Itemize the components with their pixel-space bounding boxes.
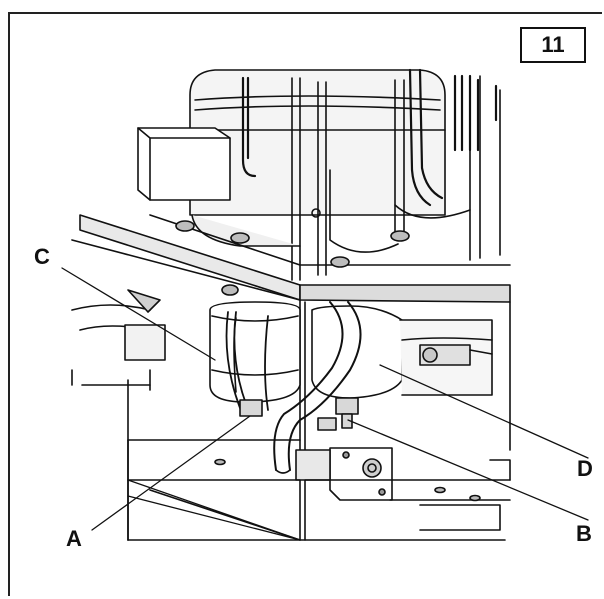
leader-base-1 bbox=[127, 495, 301, 541]
connector-box bbox=[137, 127, 231, 201]
figure-frame bbox=[8, 12, 602, 596]
filter-c bbox=[209, 301, 301, 403]
callout-c: C bbox=[34, 244, 50, 269]
leader-d bbox=[379, 364, 589, 459]
figure-number-box: 11 bbox=[520, 27, 586, 63]
fittings bbox=[239, 397, 359, 431]
leader-lines bbox=[61, 267, 589, 541]
callout-d: D bbox=[577, 456, 593, 481]
leader-b bbox=[347, 419, 589, 521]
leader-base-2 bbox=[127, 479, 301, 541]
callout-a: A bbox=[66, 526, 82, 551]
leader-a bbox=[91, 415, 251, 531]
plate-bolts bbox=[175, 220, 410, 296]
valve-block bbox=[295, 447, 393, 501]
leader-c bbox=[61, 267, 216, 361]
frame-posts bbox=[291, 75, 501, 281]
hose bbox=[273, 301, 362, 474]
mounting-plate bbox=[71, 214, 511, 541]
figure-number: 11 bbox=[541, 32, 565, 57]
callout-b: B bbox=[576, 521, 592, 546]
